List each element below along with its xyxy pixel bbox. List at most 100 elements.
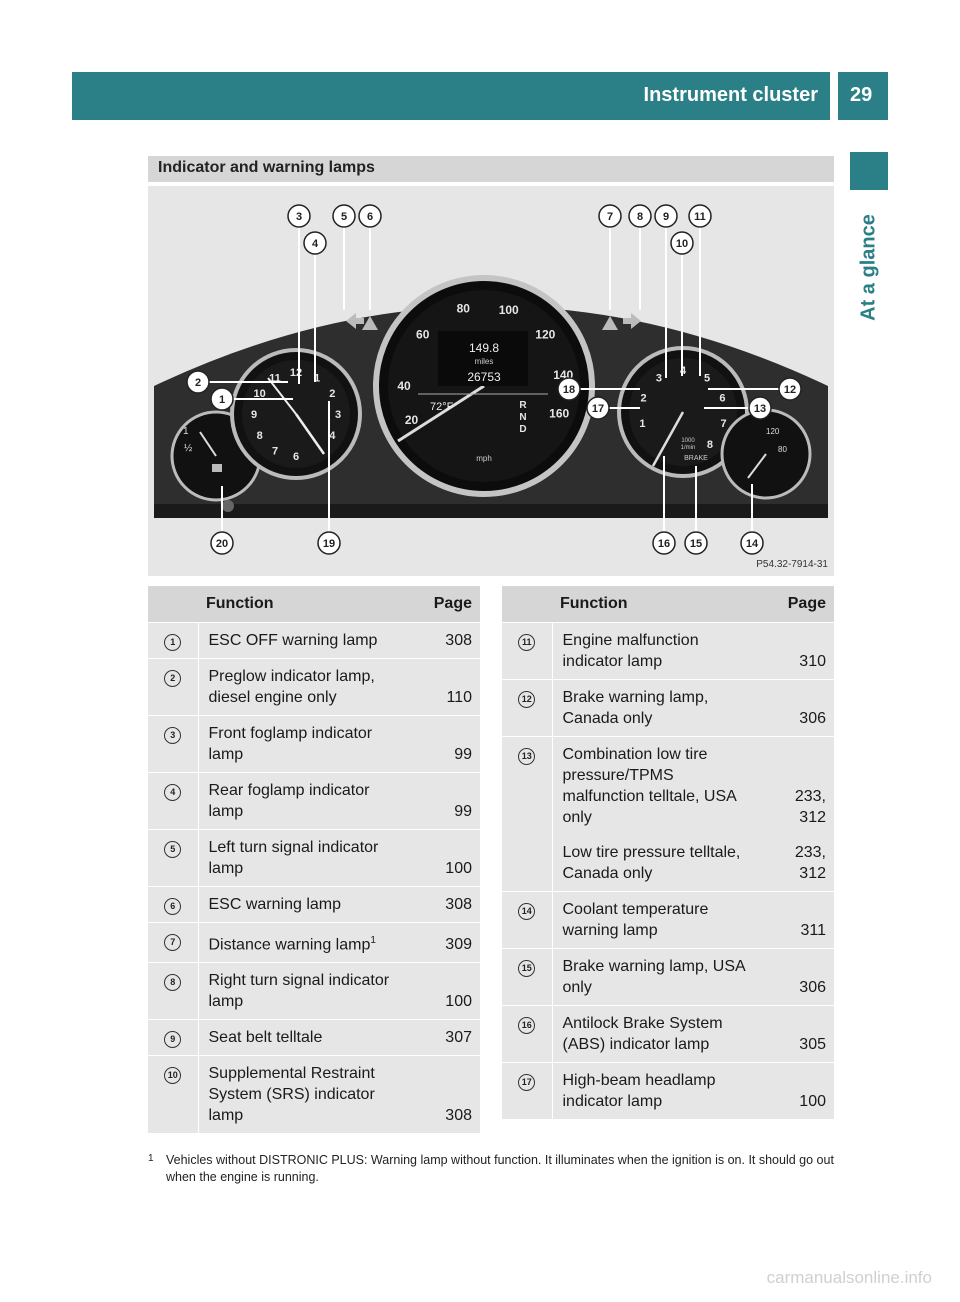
row-number: 8 [148,962,199,1020]
function-cell: Engine malfunction indicator lamp [552,622,766,680]
function-text-line: pressure/TPMS [562,767,674,784]
row-number: 16 [502,1005,553,1063]
function-text-line: warning lamp [562,922,658,939]
gear-label: D [519,424,526,435]
callout-number-icon: 11 [518,634,536,651]
callout-number-icon: 10 [164,1067,182,1085]
function-text-line: Brake warning lamp, USA [562,958,746,975]
function-text-line: Supplemental Restraint [208,1065,375,1083]
row-number: 12 [502,679,553,737]
side-tab-label: At a glance [857,214,880,321]
function-text-line: Right turn signal indicator [208,972,390,990]
callout-circle-icon [186,370,210,394]
page-cell: 309 [412,921,480,963]
footnote-mark: 1 [148,1153,154,1164]
callout-circle-icon [748,396,772,420]
clock-tick-label: 3 [335,409,341,421]
row-number: 9 [148,1019,199,1056]
function-text-line: lamp [208,746,244,763]
multifunction-display [438,331,528,386]
callout-circle-icon [688,204,712,228]
clock-tick-label: 11 [269,373,281,385]
odometer-value: 26753 [467,370,501,384]
callout-number-icon: 8 [164,974,182,992]
page-cell: 99 [412,772,480,830]
callout-circle-icon [358,204,382,228]
callout-number-icon: 15 [518,960,536,977]
function-cell: Left turn signal indicator lamp [198,829,412,887]
clock-tick-label: 8 [257,430,263,442]
page-reference: 306 [799,979,826,996]
callout-number: 20 [216,538,228,550]
function-text-line: (ABS) indicator lamp [562,1036,710,1053]
chapter-title: Instrument cluster [643,84,818,106]
callout-circle-icon [557,377,581,401]
function-text-line: High-beam headlamp [562,1072,716,1089]
figure-code: P54.32-7914-31 [756,559,828,570]
page-reference: 308 [445,1107,472,1125]
callout-number-icon: 13 [518,748,536,765]
callout-number-icon: 7 [164,934,182,951]
tach-tick-label: 6 [719,393,725,405]
row-number [502,835,553,892]
callout-circle-icon [740,531,764,555]
function-text-line: Combination low tire [562,746,708,763]
callout-number-icon: 2 [164,670,182,687]
callout-circle-icon [670,231,694,255]
function-text-line: only [562,809,592,826]
reset-knob [222,500,234,512]
speed-unit: mph [476,454,492,463]
function-text-line: only [562,979,592,996]
function-column-header: Function [198,586,412,623]
watermark: carmanualsonline.info [766,1268,932,1287]
tach-tick-label: 8 [707,439,713,451]
function-cell: Seat belt telltale [198,1019,412,1056]
function-text-line: indicator lamp [562,653,663,670]
cluster-bottom [154,504,828,518]
row-number: 7 [148,921,199,963]
function-cell: Front foglamp indicator lamp [198,715,412,773]
fuel-label-1: 1 [183,426,189,437]
page-cell: 311 [766,891,834,949]
function-text-line: lamp [208,860,244,877]
clock-tick-label: 9 [251,409,257,421]
function-text-line: Left turn signal indicator [208,839,379,856]
number-column-header [148,586,198,623]
callout-number: 2 [195,377,201,389]
page-reference: 305 [799,1036,826,1053]
clock-tick-label: 6 [293,451,299,463]
function-cell: Coolant temperature warning lamp [552,891,766,949]
speed-tick-label: 80 [457,302,471,316]
function-text-line: Engine malfunction [562,632,699,649]
function-text-line: Coolant temperature [562,901,709,918]
gear-label: R [519,400,527,411]
clock-tick-label: 4 [329,430,336,442]
side-tab: At a glance [850,196,888,346]
speed-tick-label: 20 [405,413,419,427]
page-number: 29 [850,84,873,106]
page-reference: 308 [445,632,472,649]
function-cell: ESC warning lamp [198,886,412,923]
tach-tick-label: 3 [656,373,662,385]
function-text-line: ESC OFF warning lamp [208,632,378,649]
row-number: 15 [502,948,553,1006]
table-row: 15 Brake warning lamp, USA only 306 [502,948,834,1006]
page-reference: 312 [799,865,826,882]
page-reference: 307 [445,1029,472,1047]
page-reference: 312 [799,809,826,826]
callout-circle-icon [586,396,610,420]
footnote-reference: 1 [370,935,376,946]
function-text-line: diesel engine only [208,689,337,706]
function-text-line: Front foglamp indicator [208,725,373,742]
